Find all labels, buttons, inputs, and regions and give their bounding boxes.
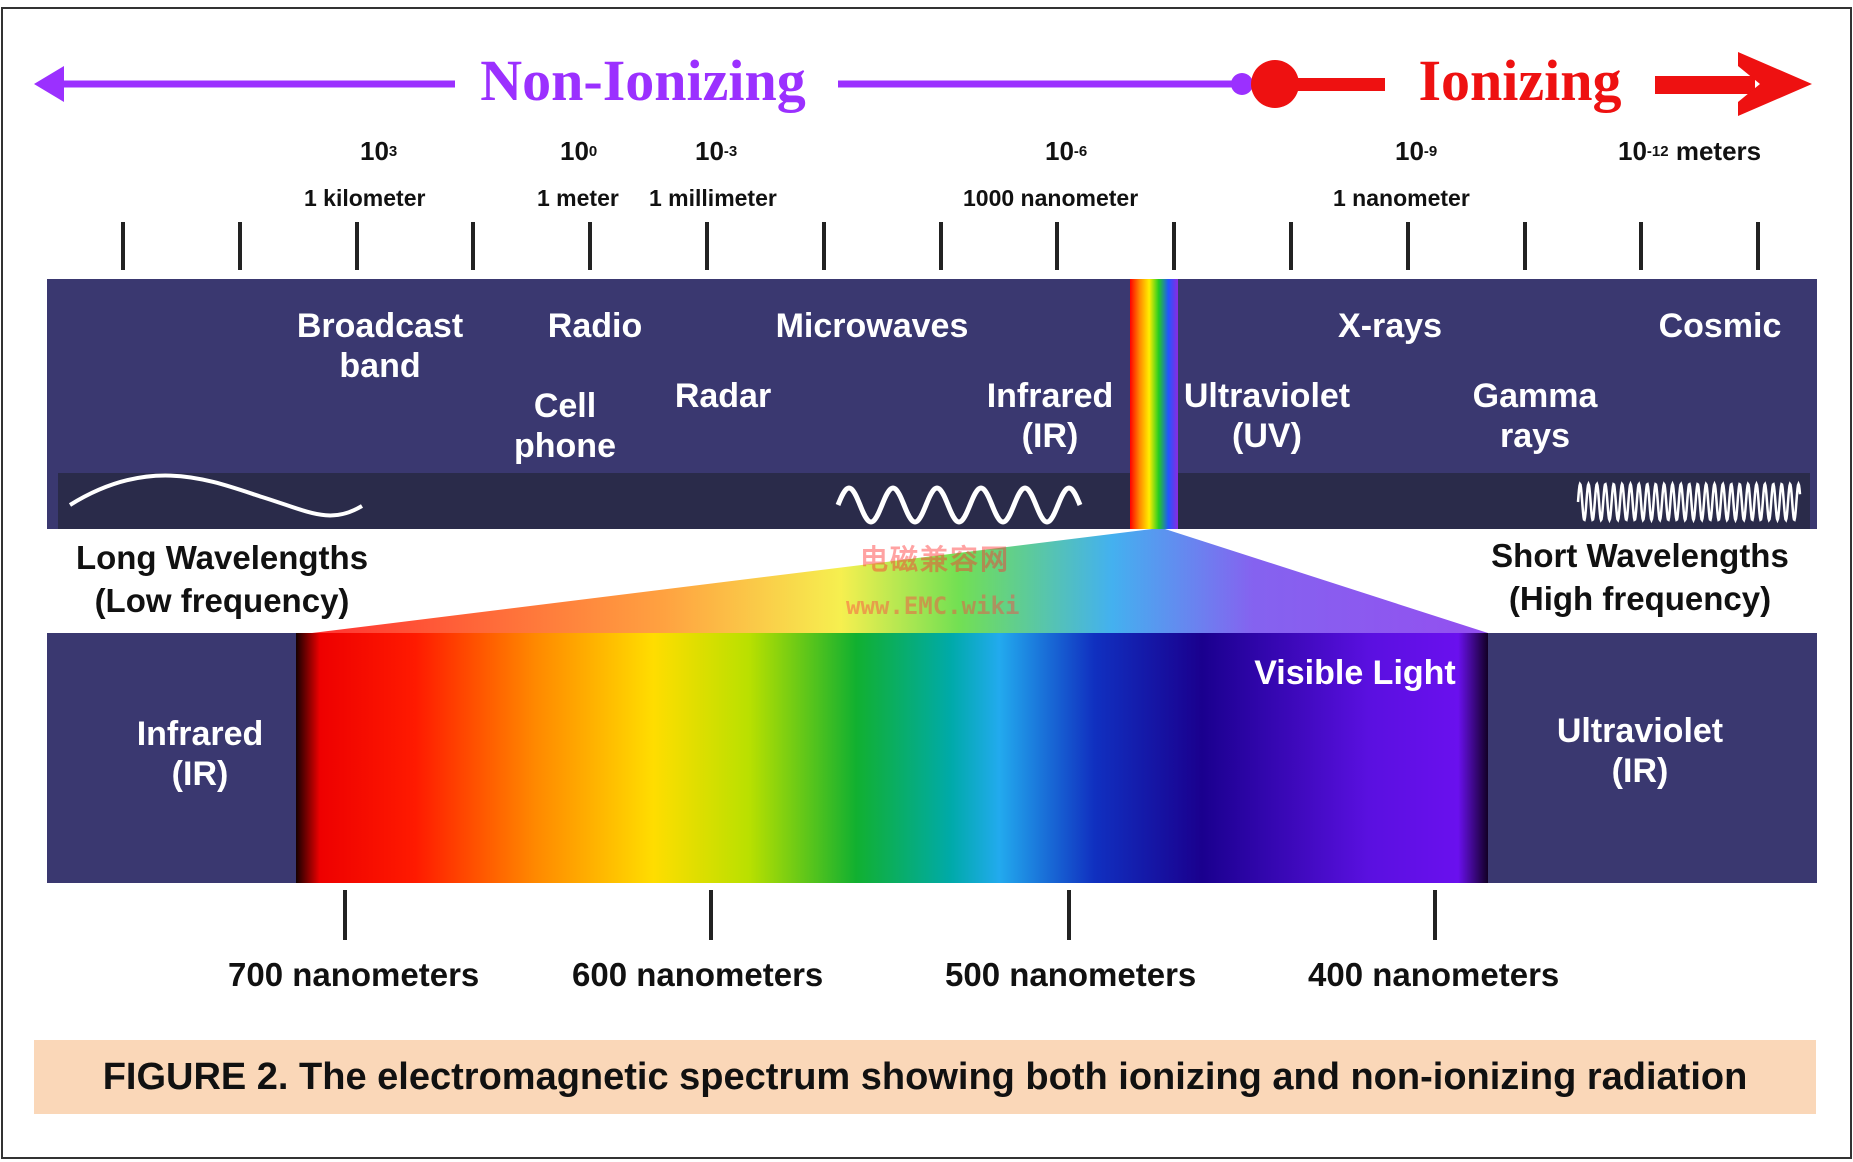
scale-name-label: 1 meter — [537, 185, 619, 211]
band-label-ultraviolet: Ultraviolet (UV) — [1183, 377, 1351, 455]
band-label-x-rays: X-rays — [1338, 307, 1442, 345]
scale-name-label: 1 kilometer — [304, 185, 426, 211]
exponent-label: 103 — [360, 136, 398, 166]
band-label-infrared: Infrared (IR) — [986, 377, 1114, 455]
band-label-radio: Radio — [547, 307, 643, 345]
band-label-cell-phone: Cell phone — [514, 387, 616, 465]
nanometer-label: 700 nanometers — [228, 956, 480, 993]
nanometer-label: 400 nanometers — [1308, 956, 1560, 993]
band-label-radar: Radar — [674, 377, 772, 415]
visible-ultraviolet-label: Ultraviolet (IR) — [1556, 712, 1724, 790]
band-label-microwaves: Microwaves — [775, 307, 969, 345]
nanometer-label: 500 nanometers — [945, 956, 1197, 993]
exponent-label: 10-3 — [695, 136, 738, 166]
scale-name-label: 1 millimeter — [649, 185, 777, 211]
scale-name-label: 1 nanometer — [1333, 185, 1470, 211]
figure-caption: FIGURE 2. The electromagnetic spectrum s… — [102, 1056, 1748, 1098]
long-wavelengths-label: Long Wavelengths (Low frequency) — [75, 539, 369, 619]
visible-light-label: Visible Light — [1254, 654, 1456, 692]
band-label-gamma-rays: Gamma rays — [1472, 377, 1598, 455]
nanometer-label: 600 nanometers — [572, 956, 824, 993]
exponent-label: 10-9 — [1395, 136, 1438, 166]
short-wavelengths-label: Short Wavelengths (High frequency) — [1491, 537, 1789, 617]
exponent-label: 10-6 — [1045, 136, 1088, 166]
ionizing-label: Ionizing — [1392, 46, 1648, 116]
exponent-label: 100 — [560, 136, 598, 166]
watermark-url: www.EMC.wiki — [846, 592, 1020, 620]
band-label-cosmic: Cosmic — [1658, 307, 1782, 345]
visible-infrared-label: Infrared (IR) — [136, 715, 264, 793]
scale-name-label: 1000 nanometer — [963, 185, 1139, 211]
watermark-text: 电磁兼容网 — [860, 544, 1011, 575]
non-ionizing-label: Non-Ionizing — [458, 46, 828, 116]
band-label-broadcast: Broadcast band — [296, 307, 464, 385]
exponent-label: 10-12 meters — [1618, 136, 1762, 166]
